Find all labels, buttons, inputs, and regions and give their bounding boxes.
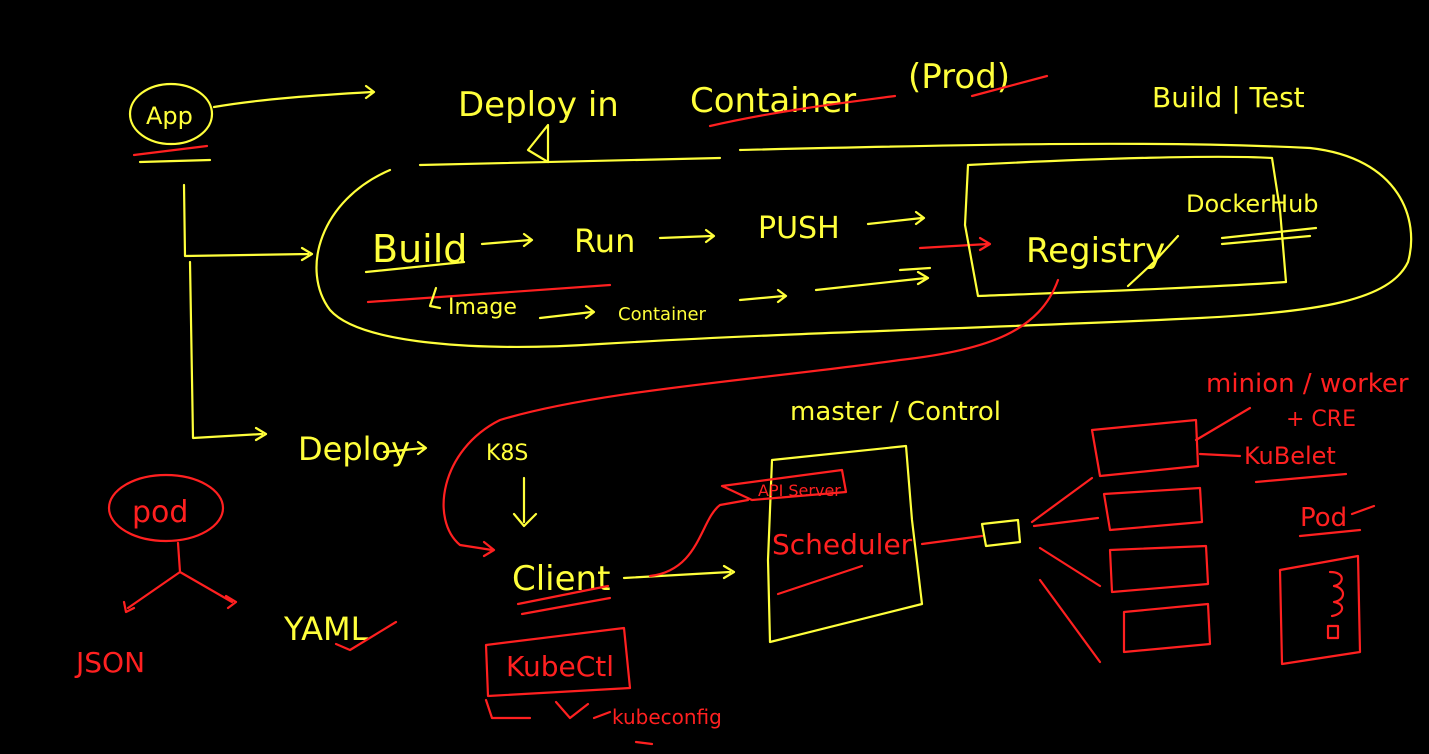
pod-label: Pod [1300,503,1347,533]
client-label: Client [512,559,610,599]
hub-fanout [1030,476,1102,664]
hub-box [980,518,1022,548]
scheduler-underline [776,564,864,596]
dockerhub-arrow [1220,226,1318,246]
pod-small-box [1326,624,1340,640]
pod-branches [122,541,238,614]
arrow-push-to-registry [866,210,926,226]
container-title: Container [690,81,856,121]
arrow-to-registry-lower [814,270,930,292]
deploy-in-flourish [526,123,550,164]
apiserver-label: API Server [758,481,841,500]
kubectl-check [554,700,612,720]
image-label: Image [448,295,517,320]
image-red-line [366,283,612,304]
arrow-client-to-master [622,564,736,580]
worker-node-3 [1108,544,1210,594]
apiserver-box [720,468,848,502]
scheduler-label: Scheduler [772,528,913,561]
cre-label: + CRE [1286,407,1356,432]
master-box [766,444,924,644]
client-to-apiserver-curve [648,498,750,578]
branch-to-build [182,183,314,262]
arrow-container-out [738,288,788,304]
build-underline [364,260,466,274]
container-small-label: Container [618,304,707,325]
app-node: App [128,82,214,164]
build-test-label: Build | Test [1152,81,1305,114]
dockerhub-label: DockerHub [1186,190,1319,218]
arrow-push-to-registry-red [918,236,992,252]
registry-check [1126,234,1180,288]
yaml-label: YAML [283,610,369,648]
kubeconfig-label: kubeconfig [612,705,722,729]
app-underline-red [132,144,209,157]
minion-pointer [1194,406,1252,442]
pod-containers [1328,570,1345,618]
arrow-run-to-push [658,228,716,244]
registry-to-client-curve [442,278,1060,558]
registry-label: Registry [1026,231,1165,271]
run-label: Run [574,222,635,260]
kubelet-label: KuBelet [1244,442,1336,470]
yaml-check [334,620,398,652]
pod-box [1278,554,1362,666]
arrow-build-to-run [480,232,534,248]
arrow-deploy-to-k8s [382,440,428,456]
kubectl-box [484,626,632,720]
kubeconfig-tick [634,740,654,746]
image-hook [428,286,442,310]
pod-underline [1298,504,1376,538]
app-underline-yellow [138,158,212,164]
deploy-label: Deploy [298,430,410,468]
k8s-label: K8S [486,441,528,466]
arrow-app-to-deploy [212,84,376,109]
arrow-k8s-to-client [512,476,538,528]
app-circle [128,82,214,146]
worker-node-1 [1090,418,1200,478]
master-to-hub [920,534,984,546]
container-underline [708,94,897,128]
pod-circle-label: pod [132,495,188,530]
json-label: JSON [74,646,145,679]
arrow-image-to-container [538,304,596,320]
client-underline [516,584,612,616]
deploy-in-label: Deploy in [458,85,619,125]
pipeline-loop [315,142,1413,348]
app-label: App [146,102,193,130]
push-label: PUSH [758,211,840,246]
branch-to-deploy [188,260,268,442]
minion-worker-label: minion / worker [1206,369,1409,399]
build-label: Build [372,227,467,271]
prod-underline [970,74,1049,98]
master-control-label: master / Control [790,397,1001,427]
registry-box [963,155,1288,298]
kubelet-lines [1198,452,1348,484]
worker-node-4 [1122,602,1212,654]
worker-node-2 [1102,486,1204,532]
short-dash [898,266,932,272]
kubectl-label: KubeCtl [506,650,614,683]
pod-circle [107,473,225,543]
